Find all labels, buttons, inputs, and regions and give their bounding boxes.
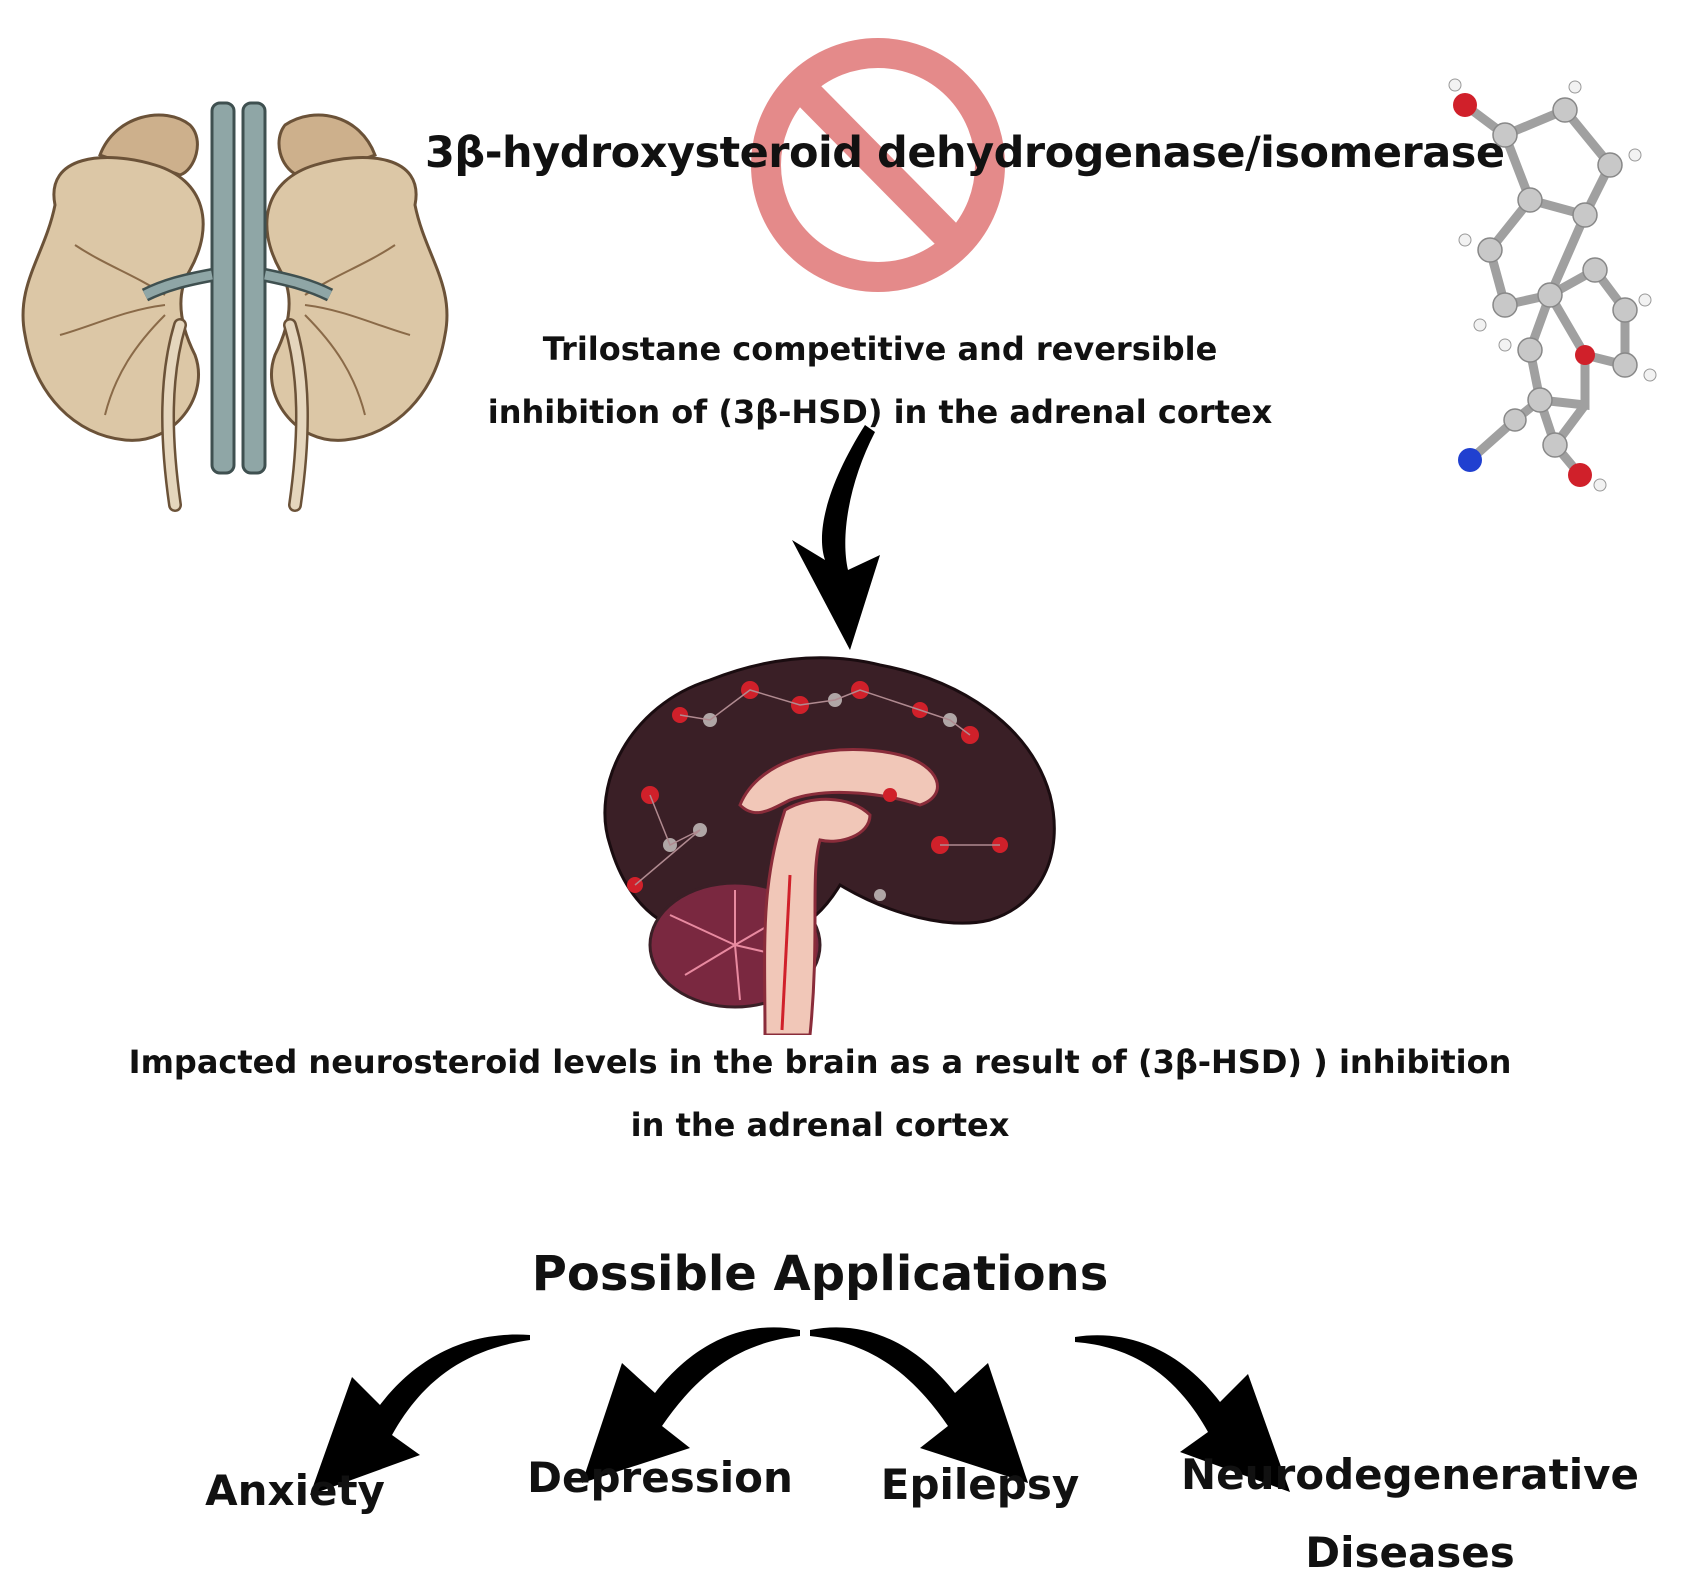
curved-arrow-icon <box>810 1327 1028 1483</box>
enzyme-label: 3β-hydroxysteroid dehydrogenase/isomeras… <box>425 128 1505 178</box>
curved-arrow-icon <box>792 425 880 650</box>
curved-arrow-icon <box>310 1334 530 1495</box>
vena-cava <box>210 101 236 475</box>
application-depression: Depression <box>527 1453 793 1502</box>
application-anxiety: Anxiety <box>205 1466 385 1515</box>
application-diseases: Diseases <box>1305 1528 1515 1577</box>
brain-sagittal-illustration <box>603 656 1056 1035</box>
curved-arrow-icon <box>582 1327 800 1483</box>
applications-title: Possible Applications <box>531 1246 1109 1302</box>
kidneys-illustration <box>21 101 449 512</box>
aorta <box>241 101 267 475</box>
application-neurodegenerative: Neurodegenerative <box>1181 1450 1639 1499</box>
curved-arrow-icon <box>1075 1335 1290 1492</box>
application-epilepsy: Epilepsy <box>880 1460 1080 1509</box>
kidney-right <box>265 156 449 442</box>
prohibition-sign-icon <box>751 38 1005 292</box>
impact-text-line1: Impacted neurosteroid levels in the brai… <box>128 1043 1512 1081</box>
trilostane-text-line2: inhibition of (3β-HSD) in the adrenal co… <box>487 393 1273 431</box>
trilostane-molecule-ball-and-stick <box>1448 78 1657 492</box>
kidney-left <box>21 156 205 442</box>
trilostane-text-line1: Trilostane competitive and reversible <box>542 330 1218 368</box>
impact-text-line2: in the adrenal cortex <box>630 1106 1010 1144</box>
